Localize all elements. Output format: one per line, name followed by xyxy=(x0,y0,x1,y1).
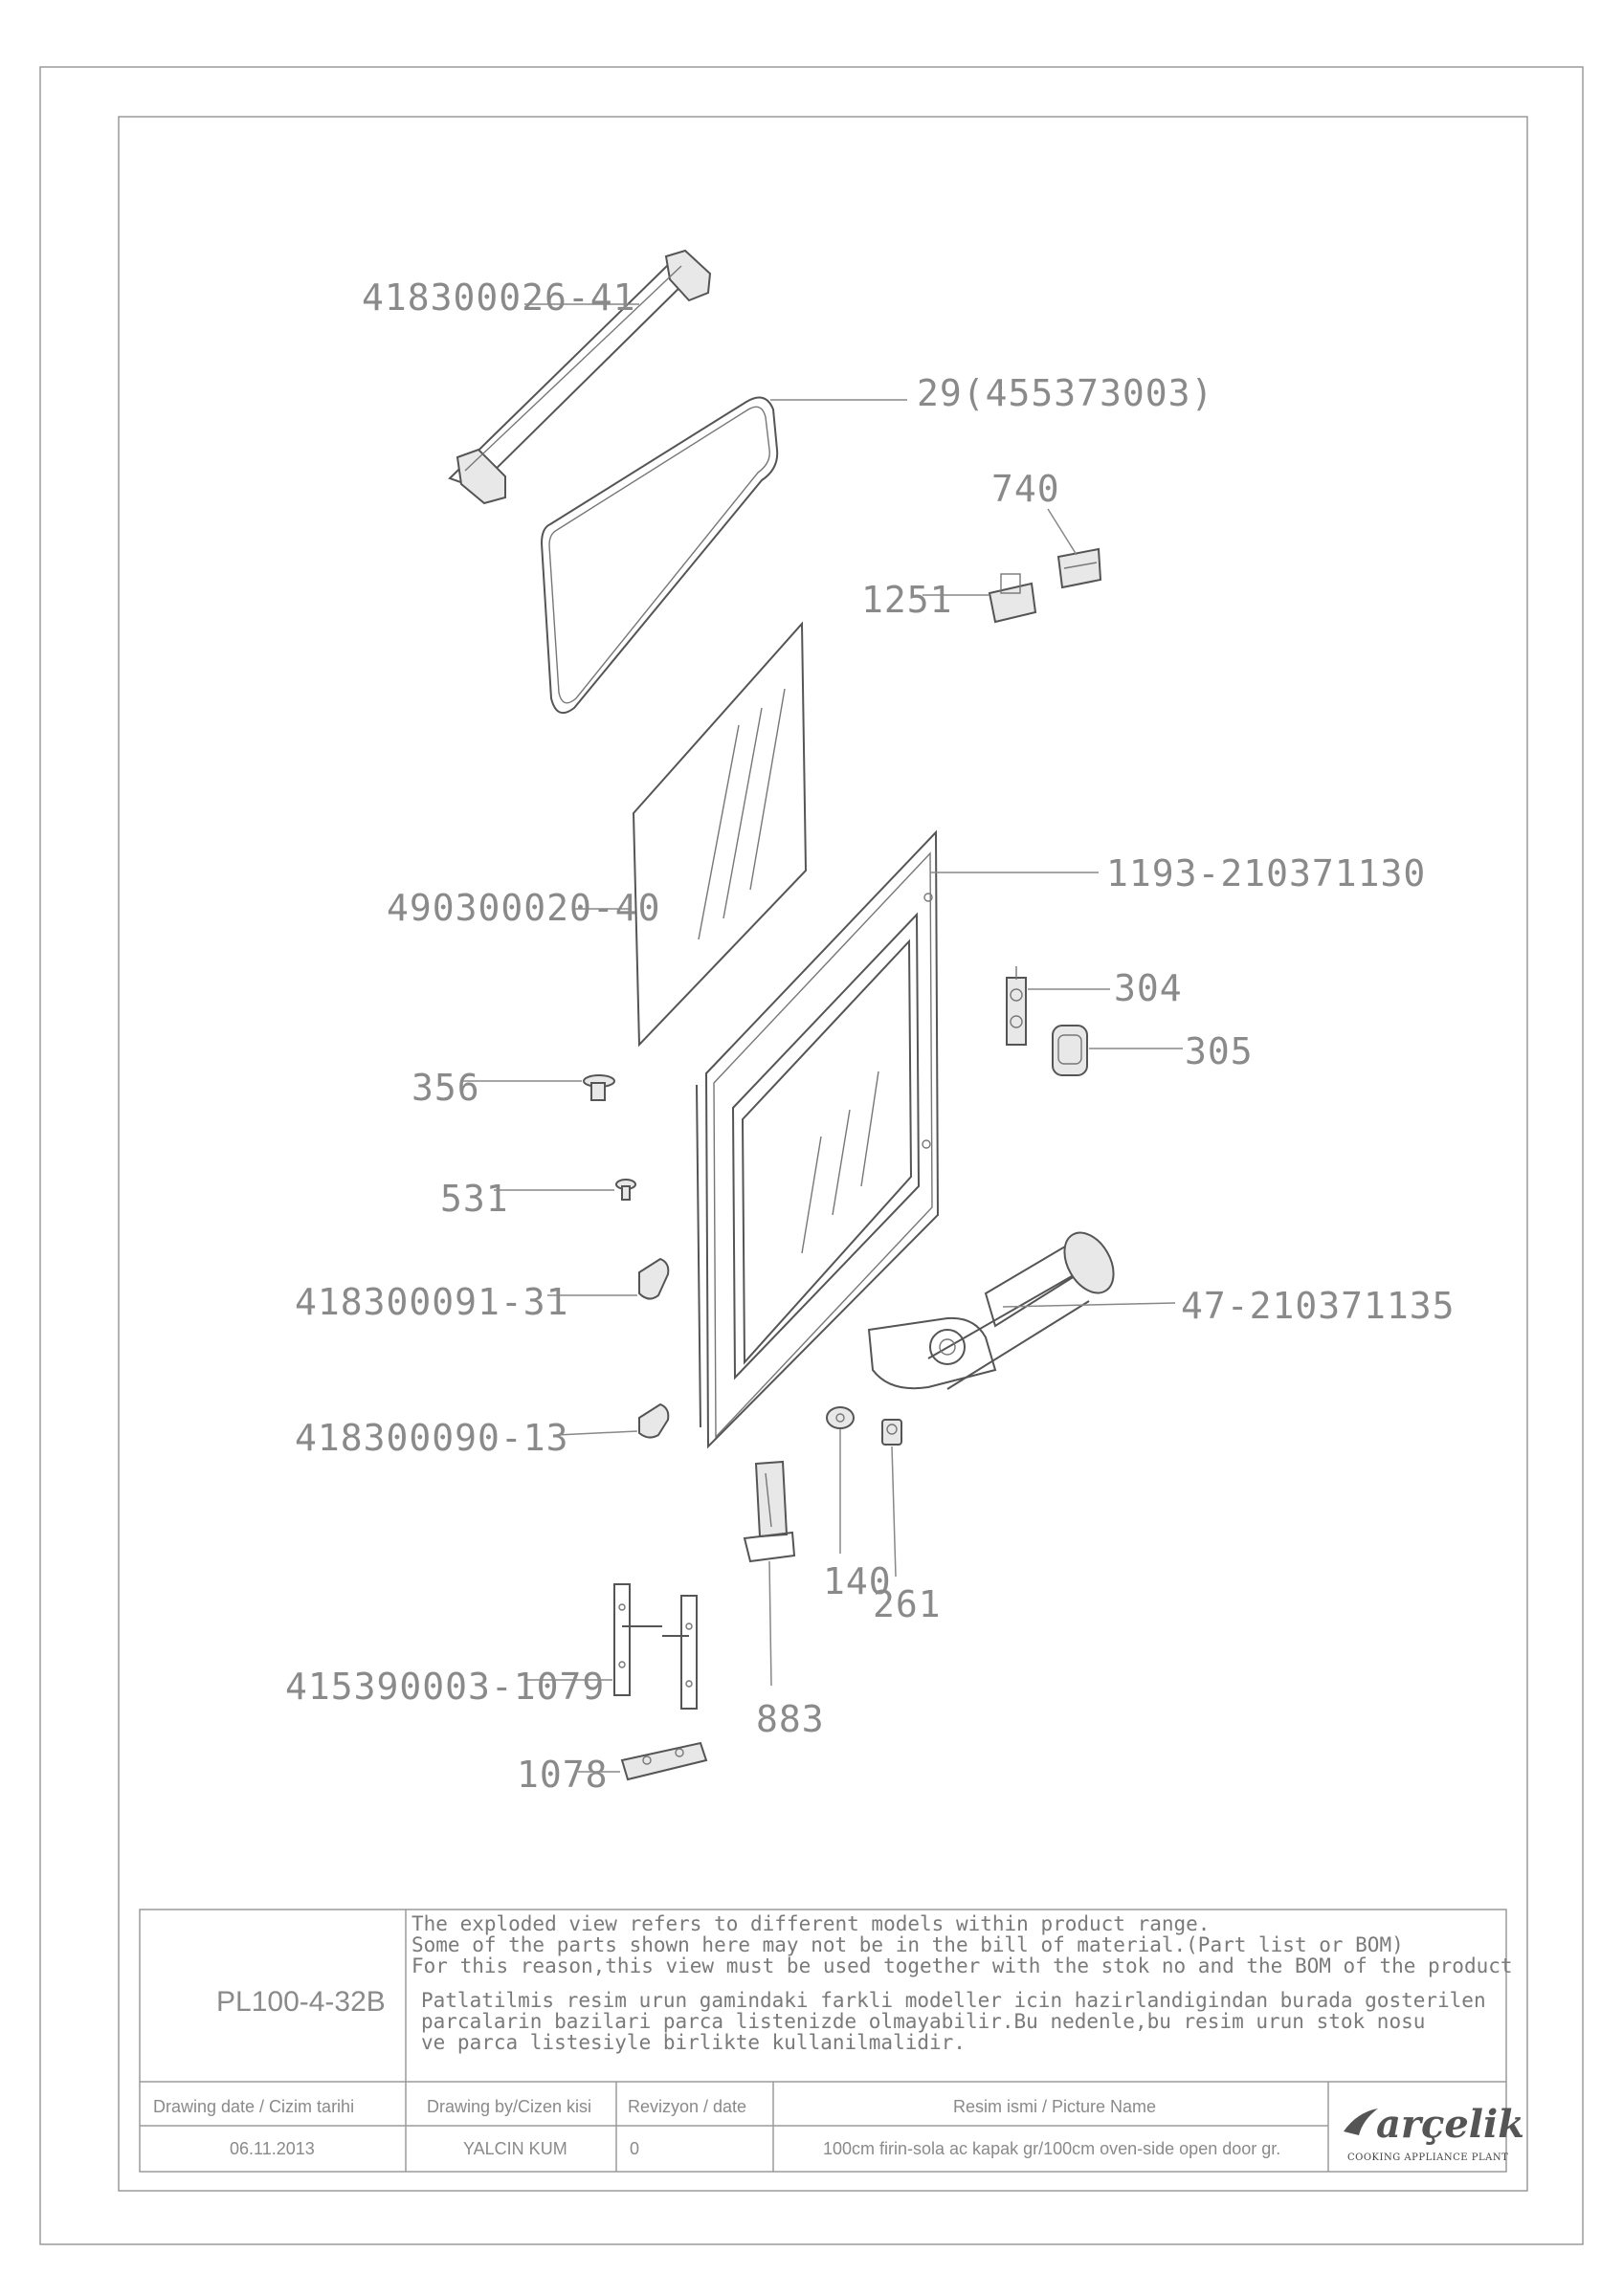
drawing-code: PL100-4-32B xyxy=(216,1986,386,2018)
label-29: 29(455373003) xyxy=(917,372,1213,414)
title-block: PL100-4-32B The exploded view refers to … xyxy=(139,1909,1524,2173)
part-handle xyxy=(867,1231,1115,1390)
part-top-rail xyxy=(448,249,712,505)
revision-value: 0 xyxy=(630,2139,639,2158)
leader-883 xyxy=(768,1560,772,1687)
note-en-1: The exploded view refers to different mo… xyxy=(411,1912,1210,1935)
part-140-washer xyxy=(826,1406,855,1429)
label-418300091-31: 418300091-31 xyxy=(295,1281,569,1323)
label-415390003-1079: 415390003-1079 xyxy=(285,1666,605,1708)
part-883-hinge-arm xyxy=(743,1460,796,1563)
label-1078: 1078 xyxy=(517,1754,609,1796)
part-740-clip xyxy=(1056,547,1102,589)
leader-418300090-13 xyxy=(556,1430,638,1436)
label-418300026-41: 418300026-41 xyxy=(362,276,636,319)
label-490300020-40: 490300020-40 xyxy=(387,887,661,929)
note-en-3: For this reason,this view must be used t… xyxy=(411,1954,1513,1977)
part-531-screw xyxy=(615,1179,636,1201)
part-418300091-31-bracket xyxy=(638,1257,670,1300)
revision-header: Revizyon / date xyxy=(628,2097,746,2116)
label-261: 261 xyxy=(873,1583,942,1625)
note-tr-1: Patlatilmis resim urun gamindaki farkli … xyxy=(421,1989,1486,2012)
label-740: 740 xyxy=(991,468,1060,510)
brand-swoosh-icon xyxy=(1344,2108,1378,2135)
inner-frame xyxy=(118,116,1528,2192)
leader-261 xyxy=(891,1446,897,1578)
picture-name-header: Resim ismi / Picture Name xyxy=(953,2097,1156,2116)
outer-frame xyxy=(39,66,1584,2245)
label-304: 304 xyxy=(1114,967,1183,1009)
part-418300090-13-bracket xyxy=(638,1402,670,1439)
part-gasket xyxy=(540,396,779,715)
label-305: 305 xyxy=(1185,1030,1254,1072)
leader-740 xyxy=(1047,508,1078,556)
label-418300090-13: 418300090-13 xyxy=(295,1417,569,1459)
drawn-by-value: YALCIN KUM xyxy=(463,2139,567,2158)
note-tr-3: ve parca listesiyle birlikte kullanilmal… xyxy=(421,2031,966,2054)
part-inner-glass xyxy=(632,621,808,1048)
brand-logo: arçelik COOKING APPLIANCE PLANT xyxy=(1344,2102,1524,2163)
drawn-by-header: Drawing by/Cizen kisi xyxy=(427,2097,591,2116)
part-415390003-1079-bracket-pair xyxy=(613,1583,698,1710)
brand-name: arçelik xyxy=(1376,2102,1524,2147)
date-value: 06.11.2013 xyxy=(230,2139,315,2158)
label-140: 140 xyxy=(823,1560,892,1602)
label-1251: 1251 xyxy=(861,579,953,621)
label-47: 47-210371135 xyxy=(1181,1285,1456,1327)
leader-47 xyxy=(1002,1302,1176,1308)
label-883: 883 xyxy=(756,1698,825,1740)
part-304-hinge-plate xyxy=(1006,966,1027,1046)
label-531: 531 xyxy=(440,1178,509,1220)
part-1251-hinge-block xyxy=(988,573,1037,624)
part-261-clip xyxy=(881,1419,902,1446)
part-305-bushing xyxy=(1052,1025,1088,1076)
label-356: 356 xyxy=(411,1067,480,1109)
part-door-panel xyxy=(696,829,940,1449)
plant-name: COOKING APPLIANCE PLANT xyxy=(1347,2152,1508,2163)
date-header: Drawing date / Cizim tarihi xyxy=(153,2097,354,2116)
part-356-screw xyxy=(583,1074,615,1101)
note-en-2: Some of the parts shown here may not be … xyxy=(411,1933,1404,1956)
note-tr-2: parcalarin bazilari parca listenizde olm… xyxy=(421,2010,1425,2033)
part-1078-plate xyxy=(620,1741,708,1781)
label-1193: 1193-210371130 xyxy=(1106,852,1426,894)
picture-name-value: 100cm firin-sola ac kapak gr/100cm oven-… xyxy=(823,2139,1280,2158)
